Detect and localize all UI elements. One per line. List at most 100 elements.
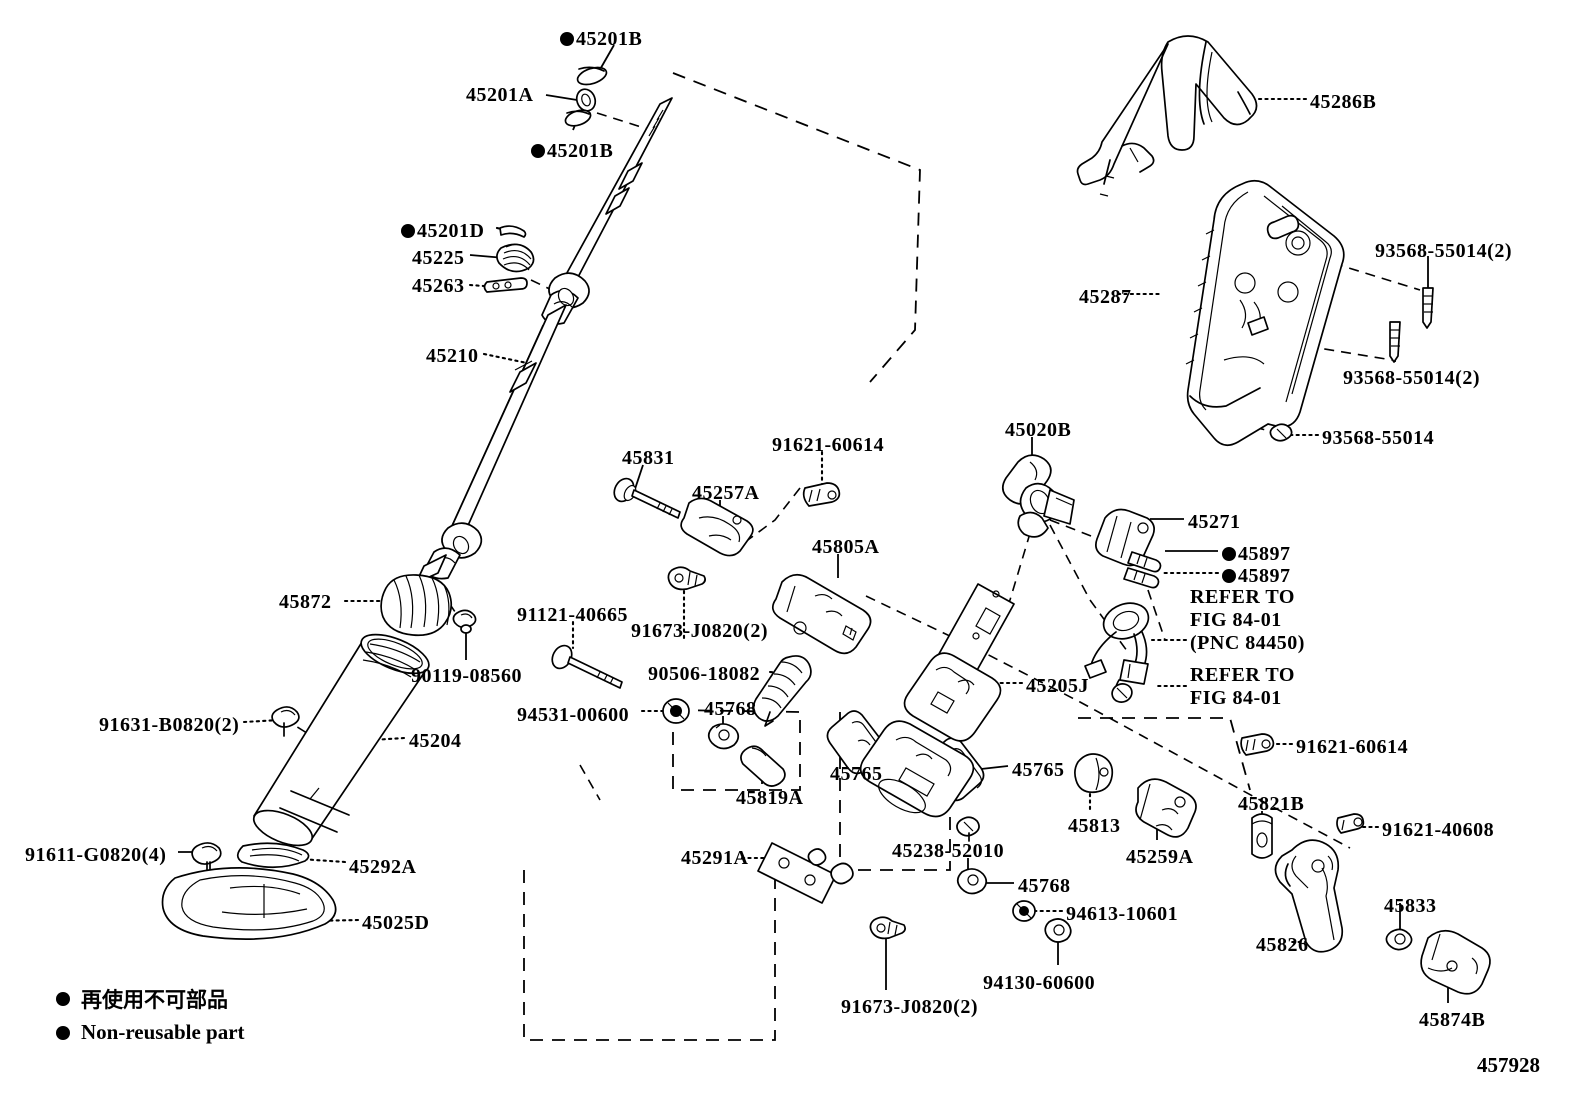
part-93568-55014-screw-2 — [1389, 321, 1401, 363]
part-number-text: 91621-60614 — [1296, 736, 1409, 758]
part-label-45225: 45225 — [412, 247, 465, 270]
part-number-text: 45201D — [417, 220, 485, 242]
part-label-91631-B0820-2-: 91631-B0820(2) — [99, 714, 240, 737]
legend-row-jp: 再使用不可部品 — [56, 984, 245, 1014]
part-45286B-upper-cover — [1076, 35, 1258, 197]
part-label-45259A: 45259A — [1126, 846, 1194, 869]
part-label-45257A: 45257A — [692, 482, 760, 505]
part-91621-40608-bolt — [1336, 813, 1365, 834]
part-91621-60614-bolt-lower — [1240, 733, 1275, 756]
part-number-text: 45238-52010 — [892, 840, 1005, 862]
part-number-text: 91631-B0820(2) — [99, 714, 240, 736]
part-number-text: 45872 — [279, 591, 332, 613]
part-45225 — [496, 243, 535, 273]
legend-row-en: Non-reusable part — [56, 1020, 245, 1045]
part-number-text: 45020B — [1005, 419, 1072, 441]
part-number-text: 94531-00600 — [517, 704, 630, 726]
part-91121-40665-bolt — [551, 644, 623, 689]
non-reusable-marker-icon — [56, 992, 70, 1006]
part-45768-nut-lower — [956, 868, 988, 895]
part-label-45765: 45765 — [1012, 759, 1065, 782]
part-number-text: 45259A — [1126, 846, 1194, 868]
part-45819A-pin — [740, 745, 786, 787]
part-label-94531-00600: 94531-00600 — [517, 704, 630, 727]
part-number-text: 45257A — [692, 482, 760, 504]
non-reusable-marker-icon — [1222, 547, 1236, 561]
part-label-90119-08560: 90119-08560 — [411, 665, 523, 688]
legend-label-jp: 再使用不可部品 — [81, 988, 228, 1012]
part-number-text: 45271 — [1188, 511, 1241, 533]
figure-number: 457928 — [1477, 1053, 1540, 1077]
part-number-text: 45765 — [1012, 759, 1065, 781]
part-number-text: 45201B — [576, 28, 643, 50]
part-91631-B0820-screw — [271, 706, 300, 737]
part-number-text: 45768 — [704, 698, 757, 720]
part-number-text: 45201B — [547, 140, 614, 162]
part-label-45833: 45833 — [1384, 895, 1437, 918]
part-label-45872: 45872 — [279, 591, 332, 614]
part-90119-08560-bolt — [452, 609, 477, 634]
non-reusable-marker-icon — [401, 224, 415, 238]
part-94613-10601-washer — [1012, 900, 1036, 922]
part-label-91611-G0820-4-: 91611-G0820(4) — [25, 844, 167, 867]
part-45201D — [499, 225, 527, 238]
non-reusable-marker-icon — [531, 144, 545, 158]
part-91673-J0820-nut-upper — [667, 566, 706, 591]
part-label-45238-52010: 45238-52010 — [892, 840, 1005, 863]
part-number-text: 45292A — [349, 856, 417, 878]
part-label-45826: 45826 — [1256, 934, 1309, 957]
part-label-45286B: 45286B — [1310, 91, 1376, 114]
part-label-45819A: 45819A — [736, 787, 803, 810]
refer-to-line: REFER TO — [1190, 586, 1295, 608]
part-45291A-bracket — [757, 842, 854, 904]
part-number-text: 45826 — [1256, 934, 1309, 956]
part-number-text: 45287 — [1079, 286, 1132, 308]
part-45287-lower-cover — [1185, 179, 1345, 447]
part-45821B-spacer — [1251, 813, 1273, 859]
part-45204-column-tube — [252, 633, 430, 847]
part-number-text: 45225 — [412, 247, 465, 269]
part-label-45768: 45768 — [704, 698, 757, 721]
part-label-45813: 45813 — [1068, 815, 1121, 838]
part-45263 — [483, 277, 528, 293]
non-reusable-marker-icon — [560, 32, 574, 46]
part-label-45768: 45768 — [1018, 875, 1071, 898]
part-label-91673-J0820-2-: 91673-J0820(2) — [631, 620, 768, 643]
part-number-text: 91673-J0820(2) — [841, 996, 978, 1018]
part-label-91121-40665: 91121-40665 — [517, 604, 628, 627]
part-91673-J0820-nut-lower — [869, 916, 906, 940]
part-label-45821B: 45821B — [1238, 793, 1304, 816]
part-number-text: 94613-10601 — [1066, 903, 1179, 925]
non-reusable-marker-icon — [1222, 569, 1236, 583]
part-45768-nut-upper — [707, 723, 740, 750]
part-number-text: 91611-G0820(4) — [25, 844, 167, 866]
part-label-94130-60600: 94130-60600 — [983, 972, 1095, 995]
part-45201A — [575, 88, 597, 112]
part-label-91673-J0820-2-: 91673-J0820(2) — [841, 996, 978, 1019]
part-45201B-upper — [576, 66, 608, 86]
part-45201B-lower — [564, 109, 592, 127]
part-number-text: 45897 — [1238, 543, 1291, 565]
part-number-text: 91621-40608 — [1382, 819, 1495, 841]
part-label-91621-60614: 91621-60614 — [1296, 736, 1409, 759]
part-93568-55014-screw-3 — [1269, 423, 1293, 442]
part-label-91621-40608: 91621-40608 — [1382, 819, 1495, 842]
legend-label-en: Non-reusable part — [81, 1020, 245, 1044]
refer-to-line: FIG 84-01 — [1190, 686, 1282, 709]
part-number-text: 45874B — [1419, 1009, 1486, 1031]
non-reusable-marker-icon — [56, 1025, 70, 1040]
part-45271-switch — [1095, 508, 1162, 589]
part-91611-G0820-screw — [191, 842, 222, 876]
part-label-93568-55014: 93568-55014 — [1322, 427, 1434, 450]
part-wiring-harness — [1084, 602, 1150, 703]
part-number-text: 45765 — [830, 763, 883, 785]
part-45238-52010-screw — [956, 816, 980, 842]
part-label-45287: 45287 — [1079, 286, 1132, 309]
part-number-text: 45201A — [466, 84, 534, 106]
part-label-45263: 45263 — [412, 275, 465, 298]
part-45025D-cover — [161, 867, 337, 940]
part-number-text: 90119-08560 — [411, 665, 523, 687]
part-label-45020B: 45020B — [1005, 419, 1072, 442]
